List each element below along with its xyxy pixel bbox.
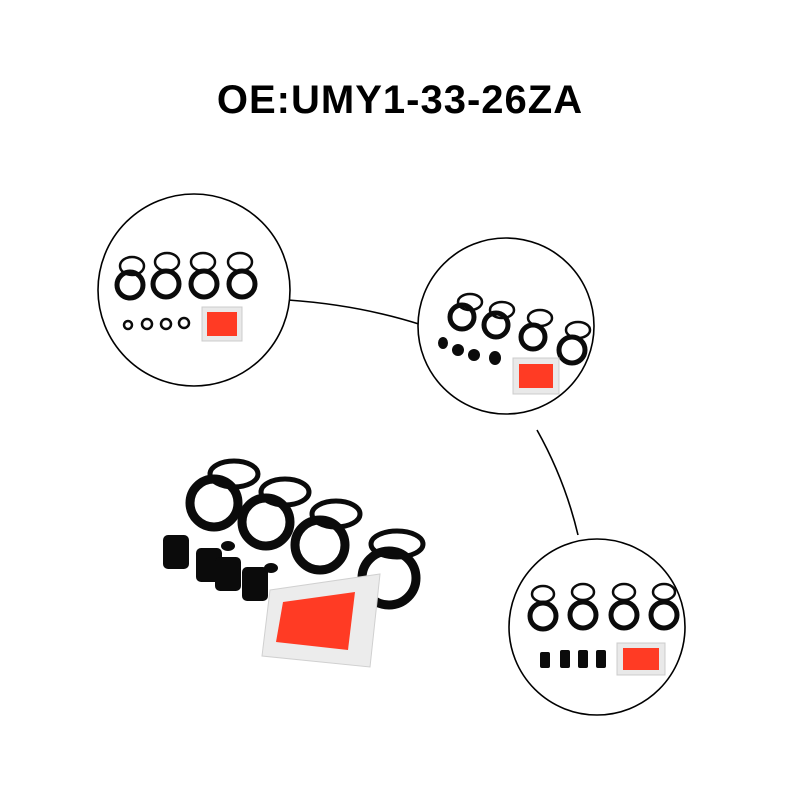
grease-packet bbox=[261, 573, 381, 668]
dust-boots bbox=[540, 650, 606, 668]
part-number-title: OE:UMY1-33-26ZA bbox=[216, 78, 584, 122]
seal-rings bbox=[185, 458, 426, 610]
detail-circle-top-right bbox=[417, 237, 595, 415]
seal-rings bbox=[447, 292, 592, 366]
small-bushings bbox=[438, 337, 501, 365]
connector-line-right bbox=[536, 429, 579, 536]
grease-packet bbox=[201, 306, 243, 342]
dust-boots bbox=[163, 535, 278, 601]
connector-lines bbox=[287, 299, 579, 536]
seal-rings bbox=[114, 251, 258, 301]
main-product-kit bbox=[163, 458, 426, 668]
detail-circle-top-left bbox=[97, 193, 291, 387]
connector-line-left bbox=[287, 299, 423, 326]
grease-packet bbox=[512, 357, 560, 395]
seal-rings bbox=[527, 582, 680, 632]
grease-packet bbox=[616, 642, 666, 676]
detail-circle-bottom-right bbox=[508, 538, 686, 716]
small-bushings bbox=[122, 316, 191, 331]
